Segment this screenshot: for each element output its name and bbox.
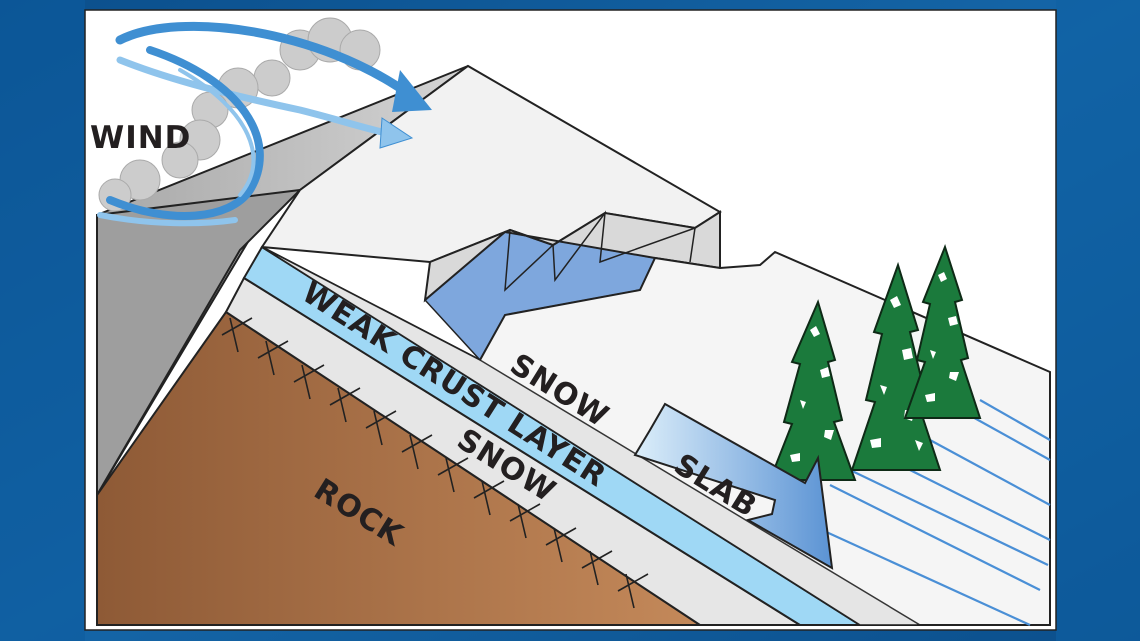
frame-facet-right <box>1056 0 1140 641</box>
slab-front-face <box>261 246 923 626</box>
cloud-icon <box>98 17 381 212</box>
crown-step-lines <box>504 210 696 292</box>
frame-facet-left <box>0 0 85 641</box>
label-wind: WIND <box>90 120 191 156</box>
crown-fracture-face <box>423 210 721 303</box>
slab-arrow-icon <box>633 402 834 570</box>
rock-hatching <box>221 317 649 609</box>
wind-swirl-icon <box>97 21 432 227</box>
pine-tree-icon <box>903 244 982 419</box>
cliff-side <box>96 188 303 499</box>
